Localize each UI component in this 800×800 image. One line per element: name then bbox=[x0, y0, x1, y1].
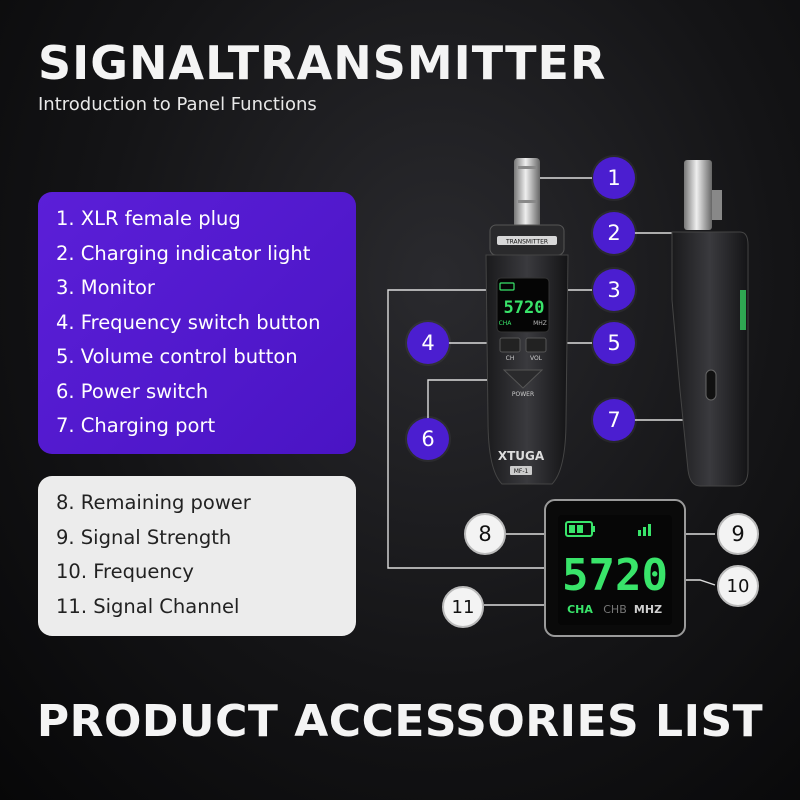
callout-9: 9 bbox=[717, 513, 759, 555]
function-item: 3. Monitor bbox=[56, 276, 155, 299]
callout-1: 1 bbox=[593, 157, 635, 199]
function-item: 7. Charging port bbox=[56, 414, 216, 437]
svg-text:5720: 5720 bbox=[562, 550, 668, 601]
function-item: 2. Charging indicator light bbox=[56, 241, 311, 265]
svg-text:CHA: CHA bbox=[567, 603, 593, 616]
zoomed-lcd: 5720 CHA CHB MHZ bbox=[544, 499, 686, 637]
function-item: 6. Power switch bbox=[56, 379, 209, 403]
svg-text:MHZ: MHZ bbox=[634, 603, 662, 616]
display-item: 8. Remaining power bbox=[56, 491, 251, 514]
callout-10: 10 bbox=[717, 565, 759, 607]
callout-6: 6 bbox=[407, 418, 449, 460]
svg-text:TRANSMITTER: TRANSMITTER bbox=[505, 239, 548, 246]
display-panel: 8. Remaining power 9. Signal Strength 10… bbox=[38, 476, 356, 636]
svg-text:5720: 5720 bbox=[504, 298, 545, 318]
callout-4: 4 bbox=[407, 322, 449, 364]
svg-text:XTUGA: XTUGA bbox=[498, 449, 545, 463]
function-item: 1. XLR female plug bbox=[56, 207, 241, 230]
svg-text:MF-1: MF-1 bbox=[514, 468, 529, 475]
functions-panel: 1. XLR female plug 2. Charging indicator… bbox=[38, 192, 356, 454]
callout-2: 2 bbox=[593, 212, 635, 254]
page-subtitle: Introduction to Panel Functions bbox=[38, 94, 317, 115]
svg-text:MHZ: MHZ bbox=[533, 320, 547, 327]
callout-3: 3 bbox=[593, 269, 635, 311]
callout-7: 7 bbox=[593, 399, 635, 441]
display-item: 9. Signal Strength bbox=[56, 525, 232, 549]
callout-11: 11 bbox=[442, 586, 484, 628]
svg-text:CHB: CHB bbox=[603, 603, 627, 616]
function-item: 5. Volume control button bbox=[56, 345, 298, 368]
footer-title: PRODUCT ACCESSORIES LIST bbox=[36, 696, 764, 747]
display-item: 11. Signal Channel bbox=[56, 594, 240, 618]
transmitter-side bbox=[671, 160, 749, 487]
callout-8: 8 bbox=[464, 513, 506, 555]
transmitter-front: TRANSMITTER 5720 CHA MHZ CH VOL POWER XT… bbox=[485, 158, 569, 485]
svg-text:VOL: VOL bbox=[530, 355, 543, 362]
svg-text:POWER: POWER bbox=[512, 391, 534, 398]
display-item: 10. Frequency bbox=[56, 560, 194, 583]
svg-text:CH: CH bbox=[506, 355, 515, 362]
page-title: SIGNALTRANSMITTER bbox=[38, 36, 607, 90]
callout-5: 5 bbox=[593, 322, 635, 364]
function-item: 4. Frequency switch button bbox=[56, 310, 321, 334]
svg-text:CHA: CHA bbox=[499, 320, 513, 327]
